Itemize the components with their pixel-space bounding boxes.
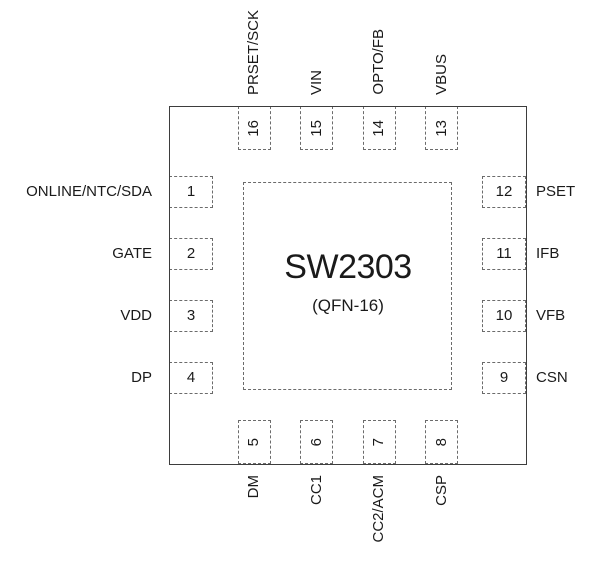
pin-6-pad: 6 bbox=[300, 420, 333, 464]
pin-7-label: CC2/ACM bbox=[370, 475, 387, 543]
pin-6-label: CC1 bbox=[307, 475, 325, 506]
pin-14-pad: 14 bbox=[362, 106, 396, 150]
pin-11-pad: 11 bbox=[482, 238, 526, 270]
pin-11-number: 11 bbox=[496, 245, 512, 262]
pin-11-label: IFB bbox=[536, 245, 560, 262]
pin-13-number: 13 bbox=[432, 119, 450, 137]
pin-2-pad: 2 bbox=[169, 238, 213, 270]
pin-9-pad: 9 bbox=[482, 362, 526, 394]
pin-1-label: ONLINE/NTC/SDA bbox=[26, 183, 152, 200]
pin-13-pad: 13 bbox=[425, 106, 458, 150]
pin-1-number: 1 bbox=[186, 183, 196, 200]
pin-12-label: PSET bbox=[536, 183, 576, 200]
pin-16-label: PRSET/SCK bbox=[245, 9, 262, 95]
chip-inner-outline bbox=[243, 182, 452, 390]
pin-3-label: VDD bbox=[120, 307, 152, 324]
pin-16-pad: 16 bbox=[237, 106, 271, 150]
pin-1-pad: 1 bbox=[169, 176, 213, 208]
pin-5-label: DM bbox=[245, 475, 262, 499]
pin-6-number: 6 bbox=[307, 437, 325, 447]
pin-2-number: 2 bbox=[186, 245, 196, 262]
pin-13-label: VBUS bbox=[432, 54, 450, 95]
pin-2-label: GATE bbox=[112, 245, 152, 262]
pin-9-number: 9 bbox=[499, 369, 509, 386]
pin-3-pad: 3 bbox=[169, 300, 213, 332]
pin-3-number: 3 bbox=[186, 307, 196, 324]
pin-7-pad: 7 bbox=[362, 420, 396, 464]
pin-10-pad: 10 bbox=[482, 300, 526, 332]
pin-8-pad: 8 bbox=[425, 420, 458, 464]
pin-9-label: CSN bbox=[536, 369, 568, 386]
pin-10-number: 10 bbox=[495, 307, 513, 324]
pin-5-number: 5 bbox=[245, 437, 262, 447]
pin-8-label: CSP bbox=[432, 475, 450, 506]
pin-15-label: VIN bbox=[307, 69, 325, 95]
pin-4-pad: 4 bbox=[169, 362, 213, 394]
chip-package: (QFN-16) bbox=[312, 296, 384, 315]
pin-7-number: 7 bbox=[370, 437, 387, 447]
pin-4-label: DP bbox=[131, 369, 152, 386]
pin-4-number: 4 bbox=[186, 369, 196, 386]
pin-12-number: 12 bbox=[495, 183, 513, 200]
pin-16-number: 16 bbox=[245, 119, 262, 137]
pin-14-label: OPTO/FB bbox=[370, 29, 387, 95]
pin-12-pad: 12 bbox=[482, 176, 526, 208]
pin-5-pad: 5 bbox=[237, 420, 271, 464]
pin-14-number: 14 bbox=[370, 119, 387, 137]
pin-10-label: VFB bbox=[536, 307, 566, 324]
pin-15-pad: 15 bbox=[300, 106, 333, 150]
pin-8-number: 8 bbox=[432, 437, 450, 447]
pin-15-number: 15 bbox=[307, 119, 325, 137]
chip-name: SW2303 bbox=[284, 248, 412, 286]
